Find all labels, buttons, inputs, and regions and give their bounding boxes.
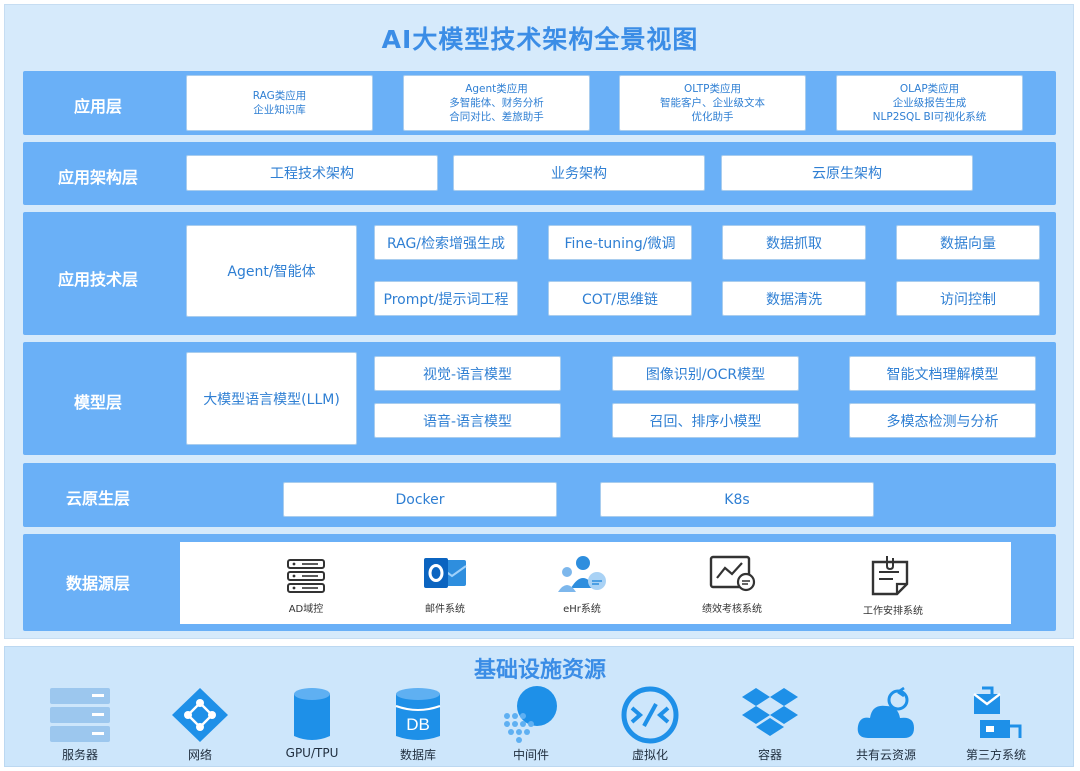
layer-label-data-source: 数据源层	[65, 574, 130, 593]
network-icon	[172, 688, 228, 742]
ds-item-work-schedule: 工作安排系统	[843, 554, 943, 617]
layer-label-application: 应用层	[73, 97, 122, 116]
infra-item-database: DB 数据库	[368, 686, 468, 762]
box-line: OLTP类应用	[684, 83, 741, 95]
infra-item-virtualization: 虚拟化	[600, 686, 700, 762]
model-box-document-understanding: 智能文档理解模型	[849, 356, 1036, 391]
chart-monitor-icon	[709, 555, 756, 592]
box-line: RAG类应用	[252, 90, 307, 102]
third-party-icon	[973, 686, 1022, 738]
infra-label: 容器	[757, 748, 782, 762]
tech-box-rag: RAG/检索增强生成	[374, 225, 518, 260]
layer-label-cloud-native: 云原生层	[65, 489, 130, 508]
tech-box-access-control: 访问控制	[896, 281, 1040, 316]
infra-label: GPU/TPU	[285, 746, 339, 760]
infra-label: 网络	[187, 748, 212, 762]
infra-item-middleware: 中间件	[481, 686, 581, 762]
box-line: 优化助手	[691, 111, 734, 123]
tech-box-cot: COT/思维链	[548, 281, 692, 316]
tech-box-data-vector: 数据向量	[896, 225, 1040, 260]
model-box-ocr: 图像识别/OCR模型	[612, 356, 799, 391]
ds-item-performance: 绩效考核系统	[682, 554, 782, 615]
infra-label: 数据库	[399, 748, 436, 762]
tech-box-prompt: Prompt/提示词工程	[374, 281, 518, 316]
infra-label: 共有云资源	[855, 748, 916, 762]
layer-label-model: 模型层	[73, 393, 122, 412]
infra-item-gpu: GPU/TPU	[262, 686, 362, 760]
model-box-recall-rank: 召回、排序小模型	[612, 403, 799, 438]
tech-box-data-clean: 数据清洗	[722, 281, 866, 316]
infra-item-third-party: 第三方系统	[946, 686, 1046, 762]
infra-label: 虚拟化	[631, 748, 668, 762]
box-line: OLAP类应用	[899, 83, 960, 95]
arch-box-business: 业务架构	[453, 155, 705, 191]
box-line: Agent类应用	[465, 83, 528, 95]
app-box-agent: Agent类应用 多智能体、财务分析 合同对比、差旅助手	[403, 75, 590, 131]
ds-label: 邮件系统	[425, 604, 465, 615]
middleware-icon	[504, 686, 557, 743]
infra-item-server: 服务器	[30, 686, 130, 762]
arch-box-engineering: 工程技术架构	[186, 155, 438, 191]
infra-label: 服务器	[61, 748, 98, 762]
model-box-vision-language: 视觉-语言模型	[374, 356, 561, 391]
infra-item-network: 网络	[150, 686, 250, 762]
db-badge: DB	[406, 715, 430, 734]
box-line: 企业知识库	[253, 104, 306, 116]
server-icon	[50, 688, 110, 742]
box-line: 多智能体、财务分析	[449, 97, 544, 109]
model-box-llm: 大模型语言模型(LLM)	[186, 352, 357, 445]
cloud-box-k8s: K8s	[600, 482, 874, 517]
ds-label: AD域控	[288, 604, 324, 615]
layer-label-app-architecture: 应用架构层	[57, 168, 138, 187]
gpu-cylinder-icon	[294, 688, 330, 740]
server-rack-icon	[287, 559, 325, 593]
box-line: 合同对比、差旅助手	[449, 111, 544, 123]
box-line: NLP2SQL BI可视化系统	[872, 111, 987, 123]
clipboard-icon	[871, 556, 909, 596]
ds-item-mail: 邮件系统	[395, 554, 495, 615]
model-box-multimodal: 多模态检测与分析	[849, 403, 1036, 438]
tech-box-agent: Agent/智能体	[186, 225, 357, 317]
app-box-rag: RAG类应用 企业知识库	[186, 75, 373, 131]
infra-item-public-cloud: 共有云资源	[836, 686, 936, 762]
box-line: 智能客户、企业级文本	[660, 97, 765, 109]
cloud-box-docker: Docker	[283, 482, 557, 517]
arch-box-cloud-native: 云原生架构	[721, 155, 973, 191]
layer-label-app-technology: 应用技术层	[57, 270, 138, 289]
app-box-olap: OLAP类应用 企业级报告生成 NLP2SQL BI可视化系统	[836, 75, 1023, 131]
outlook-mail-icon	[424, 558, 467, 588]
virtualization-icon	[621, 686, 679, 744]
ds-item-ehr: eHr系统	[532, 554, 632, 615]
infra-label: 中间件	[512, 748, 549, 762]
infra-label: 第三方系统	[965, 748, 1026, 762]
ds-label: 绩效考核系统	[702, 604, 762, 615]
infrastructure-title: 基础设施资源	[473, 658, 606, 683]
ds-item-ad: AD域控	[256, 554, 356, 615]
diagram-title: AI大模型技术架构全景视图	[381, 25, 699, 54]
people-chat-icon	[558, 556, 606, 592]
infra-item-container: 容器	[720, 686, 820, 762]
ds-label: 工作安排系统	[863, 606, 923, 617]
cloud-icon	[857, 686, 914, 738]
container-icon	[742, 688, 798, 736]
database-icon: DB	[395, 688, 441, 740]
ds-label: eHr系统	[563, 604, 601, 615]
model-box-speech-language: 语音-语言模型	[374, 403, 561, 438]
app-box-oltp: OLTP类应用 智能客户、企业级文本 优化助手	[619, 75, 806, 131]
box-line: 企业级报告生成	[892, 97, 967, 109]
tech-box-finetuning: Fine-tuning/微调	[548, 225, 692, 260]
tech-box-data-crawl: 数据抓取	[722, 225, 866, 260]
